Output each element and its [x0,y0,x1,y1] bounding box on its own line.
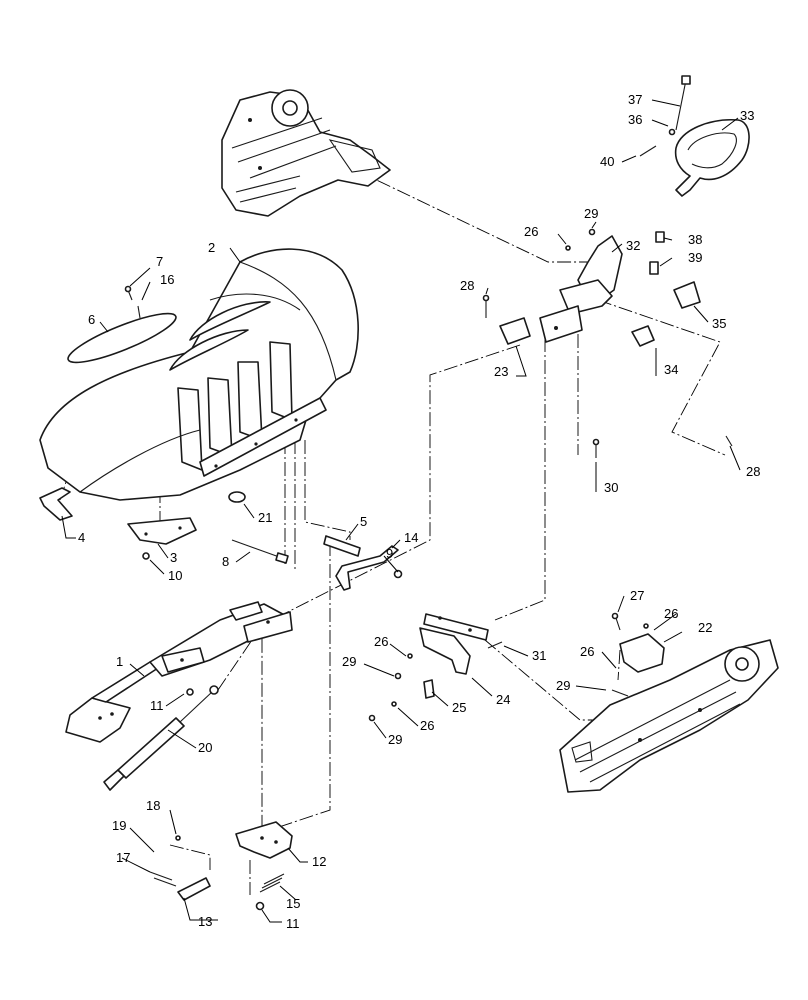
nut-9 [393,569,403,579]
nut-29-mid [394,672,402,680]
callout-8: 8 [222,554,229,569]
pin-40 [639,145,657,157]
callout-31: 31 [532,648,546,663]
bushing-39 [649,261,659,275]
shield-cover [39,248,359,501]
small-pins [149,871,177,887]
callout-4: 4 [78,530,85,545]
bolt-11-lower [255,901,265,911]
callout-26-right: 26 [664,606,678,621]
callout-29-low: 29 [388,732,402,747]
bolt-27 [615,617,621,631]
callout-13: 13 [198,914,212,929]
callout-15: 15 [286,896,300,911]
bolt-11 [186,688,194,696]
callout-28-lower: 28 [746,464,760,479]
pad-35 [673,281,701,309]
plate-23 [499,317,531,345]
callout-11: 11 [150,698,164,713]
callout-39: 39 [688,250,702,265]
bushing-38 [655,231,665,243]
callout-11-lower: 11 [286,916,300,931]
seal-strip [67,312,177,364]
callout-38: 38 [688,232,702,247]
small-bolt-2 [137,305,141,319]
callout-37: 37 [628,92,642,107]
callout-12: 12 [312,854,326,869]
callout-6: 6 [88,312,95,327]
callout-18: 18 [146,798,160,813]
callout-33: 33 [740,108,754,123]
callout-26-mid: 26 [374,634,388,649]
bolt-31 [487,641,503,649]
callout-29-mid: 29 [342,654,356,669]
bracket-12 [235,821,293,859]
callout-14: 14 [404,530,418,545]
gas-spring [103,685,219,791]
spacer-25 [423,679,435,699]
washer-26-upper [565,245,571,251]
spring [259,873,285,893]
upper-chain-frame [221,89,391,217]
plug [228,491,246,503]
callout-22: 22 [698,620,712,635]
callout-19: 19 [112,818,126,833]
washer-36 [668,128,676,136]
latch-pin [177,877,211,901]
callout-9: 9 [386,546,393,561]
callout-29: 29 [584,206,598,221]
callout-5: 5 [360,514,367,529]
callout-2: 2 [208,240,215,255]
callout-32: 32 [626,238,640,253]
callout-26: 26 [524,224,538,239]
callout-36: 36 [628,112,642,127]
callout-21: 21 [258,510,272,525]
bolt-37 [675,79,687,131]
small-bolt [124,285,133,301]
bolt-18 [175,835,181,841]
callout-35: 35 [712,316,726,331]
callout-17: 17 [116,850,130,865]
frame-rail [65,601,293,743]
bracket-22 [619,633,665,673]
callout-25: 25 [452,700,466,715]
bracket-lower [127,517,197,545]
callout-20: 20 [198,740,212,755]
callout-23: 23 [494,364,508,379]
callout-26-low: 26 [420,718,434,733]
callout-labels: 37 36 33 40 29 26 32 38 39 28 35 23 34 3… [78,92,760,931]
bushing-34 [631,325,655,347]
washer-26-low [391,701,397,707]
nut [142,552,150,560]
callout-27: 27 [630,588,644,603]
lever [335,545,399,591]
callout-30: 30 [604,480,618,495]
callout-26-r2: 26 [580,644,594,659]
callout-1: 1 [116,654,123,669]
link-arm [419,613,489,675]
washer-26-mid [407,653,413,659]
callout-24: 24 [496,692,510,707]
callout-3: 3 [170,550,177,565]
leader-lines [61,99,741,923]
callout-16: 16 [160,272,174,287]
lower-chain-frame [559,639,779,793]
washer-26-right [643,623,649,629]
pin [323,535,361,557]
nut-29-upper [588,228,596,236]
callout-7: 7 [156,254,163,269]
pin-29-right [611,689,629,697]
handle [674,119,750,197]
callout-29-right: 29 [556,678,570,693]
bolt-28-lower [725,435,733,447]
callout-40: 40 [600,154,614,169]
callout-34: 34 [664,362,678,377]
callout-28: 28 [460,278,474,293]
lever-bracket [539,235,623,343]
nut-29-low [368,714,376,722]
long-bolt [231,539,283,559]
callout-10: 10 [168,568,182,583]
bracket-left [39,487,73,521]
